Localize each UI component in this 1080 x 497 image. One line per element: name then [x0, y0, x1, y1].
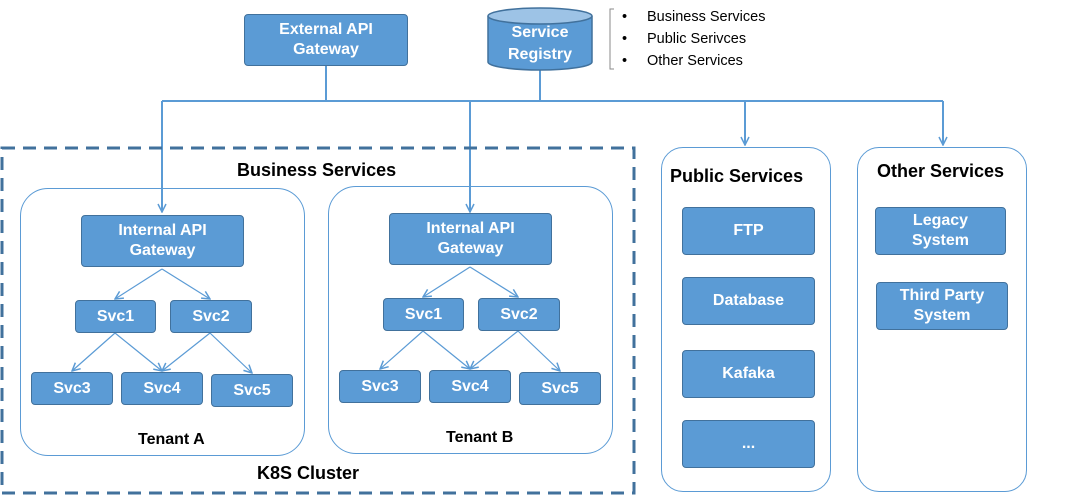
k8s-cluster-border	[0, 146, 636, 495]
public-service-kafka[interactable]: Kafaka	[682, 350, 815, 398]
tenant-a-internal-api-gateway[interactable]: Internal API Gateway	[81, 215, 244, 267]
registry-list-item: Other Services	[620, 50, 765, 72]
tenant-a-svc4[interactable]: Svc4	[121, 372, 203, 405]
public-service-ftp[interactable]: FTP	[682, 207, 815, 255]
tenant-a-panel	[20, 188, 305, 456]
public-services-title: Public Services	[670, 166, 804, 186]
tenant-b-gw-svc2	[469, 266, 518, 297]
tenant-b-svc1-svc3	[380, 330, 424, 369]
tenant-a-svc1-svc3	[72, 332, 116, 371]
tenant-b-internal-api-gateway[interactable]: Internal API Gateway	[389, 213, 552, 265]
tenant-b-svc1-svc4	[422, 330, 470, 369]
registry-list-bracket	[609, 8, 614, 70]
tenant-a-svc2-svc4	[162, 332, 211, 371]
public-services-panel	[661, 147, 831, 492]
other-services-title: Other Services	[877, 161, 1005, 181]
tenant-a-label: Tenant A	[138, 431, 205, 448]
tenant-a-svc3[interactable]: Svc3	[31, 372, 113, 405]
tenant-b-svc1[interactable]: Svc1	[383, 298, 464, 331]
external-api-gateway[interactable]: External API Gateway	[244, 14, 408, 66]
registry-service-list: Business Services Public Serivces Other …	[620, 6, 765, 72]
tenant-a-svc5[interactable]: Svc5	[211, 374, 293, 407]
public-service-more[interactable]: ...	[682, 420, 815, 468]
tenant-a-svc1-svc4	[114, 332, 162, 371]
other-services-panel	[857, 147, 1027, 492]
registry-list-item: Public Serivces	[620, 28, 765, 50]
other-service-third-party-system[interactable]: Third Party System	[876, 282, 1008, 330]
public-service-database[interactable]: Database	[682, 277, 815, 325]
tenant-a-svc2[interactable]: Svc2	[170, 300, 252, 333]
service-registry-label[interactable]: Service Registry	[507, 24, 573, 63]
tenant-a-svc1[interactable]: Svc1	[75, 300, 156, 333]
k8s-cluster-label: K8S Cluster	[257, 463, 360, 483]
other-service-legacy-system[interactable]: Legacy System	[875, 207, 1006, 255]
tenant-b-label: Tenant B	[446, 429, 514, 446]
tenant-b-panel	[328, 186, 613, 454]
tenant-a-gw-svc1	[115, 268, 163, 299]
registry-list-item: Business Services	[620, 6, 765, 28]
tenant-b-svc2[interactable]: Svc2	[478, 298, 560, 331]
tenant-a-gw-svc2	[161, 268, 210, 299]
tenant-b-svc2-svc4	[470, 330, 519, 369]
tenant-b-svc3[interactable]: Svc3	[339, 370, 421, 403]
business-services-title: Business Services	[237, 160, 397, 180]
service-registry-cylinder	[487, 7, 593, 71]
tenant-b-svc2-svc5	[517, 330, 560, 371]
tenant-a-svc2-svc5	[209, 332, 252, 373]
tenant-b-gw-svc1	[423, 266, 471, 297]
tenant-b-svc4[interactable]: Svc4	[429, 370, 511, 403]
tenant-b-svc5[interactable]: Svc5	[519, 372, 601, 405]
